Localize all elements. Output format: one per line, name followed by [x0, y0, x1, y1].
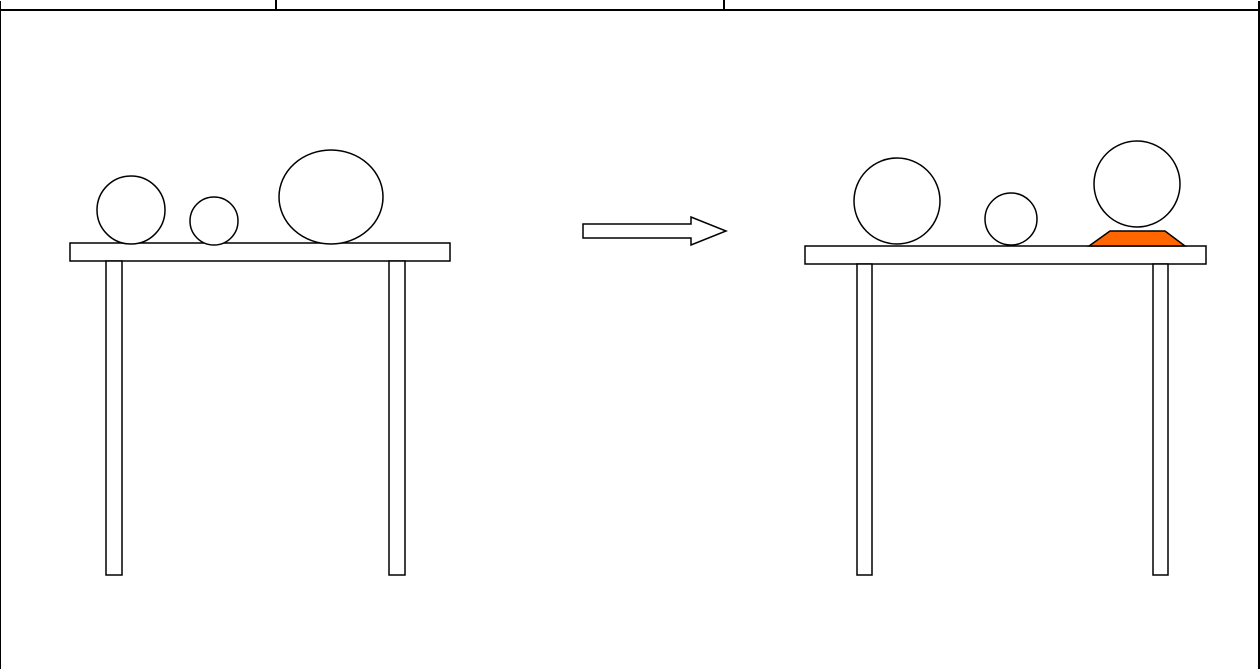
sphere-on-stand: [1093, 140, 1181, 228]
transition-arrow: [582, 215, 729, 247]
table-leg-left: [856, 263, 873, 576]
before-panel: [69, 149, 451, 576]
table-leg-right: [1152, 263, 1169, 576]
table-leg-right: [388, 260, 406, 576]
right-arrow-icon: [582, 215, 729, 247]
after-panel: [804, 140, 1207, 576]
sphere-large-oval: [278, 149, 384, 245]
table-top: [804, 245, 1207, 265]
sphere-medium: [96, 175, 166, 245]
table-top: [69, 242, 451, 262]
sphere-small: [984, 192, 1038, 246]
orange-stand: [1086, 230, 1188, 247]
sphere-medium: [853, 157, 941, 245]
sphere-small: [189, 196, 239, 246]
table-leg-left: [105, 260, 123, 576]
